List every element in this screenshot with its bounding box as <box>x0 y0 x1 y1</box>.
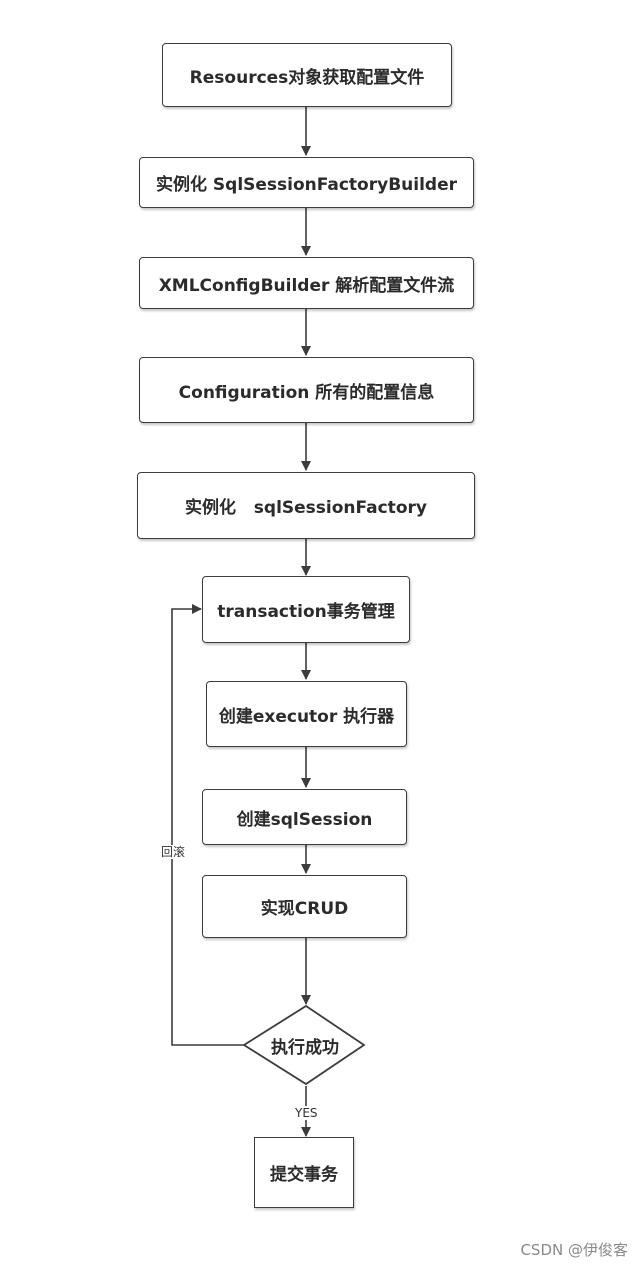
node-instantiate-factory: 实例化 sqlSessionFactory <box>137 472 475 539</box>
node-resources: Resources对象获取配置文件 <box>162 43 452 107</box>
edge-label-rollback: 回滚 <box>161 845 186 859</box>
node-configuration: Configuration 所有的配置信息 <box>139 357 474 423</box>
watermark-text: CSDN @伊俊客 <box>520 1241 628 1259</box>
edge-label-yes: YES <box>295 1106 318 1120</box>
node-executor: 创建executor 执行器 <box>206 681 407 747</box>
decision-diamond <box>242 1004 366 1086</box>
node-commit: 提交事务 <box>254 1137 354 1208</box>
node-instantiate-builder: 实例化 SqlSessionFactoryBuilder <box>139 157 474 208</box>
node-decision-label: 执行成功 <box>271 1037 339 1058</box>
node-xml-config-builder: XMLConfigBuilder 解析配置文件流 <box>139 257 474 309</box>
node-sql-session: 创建sqlSession <box>202 789 407 845</box>
node-transaction: transaction事务管理 <box>202 576 410 643</box>
node-crud: 实现CRUD <box>202 875 407 938</box>
arrow-rollback-loop <box>171 604 244 1046</box>
